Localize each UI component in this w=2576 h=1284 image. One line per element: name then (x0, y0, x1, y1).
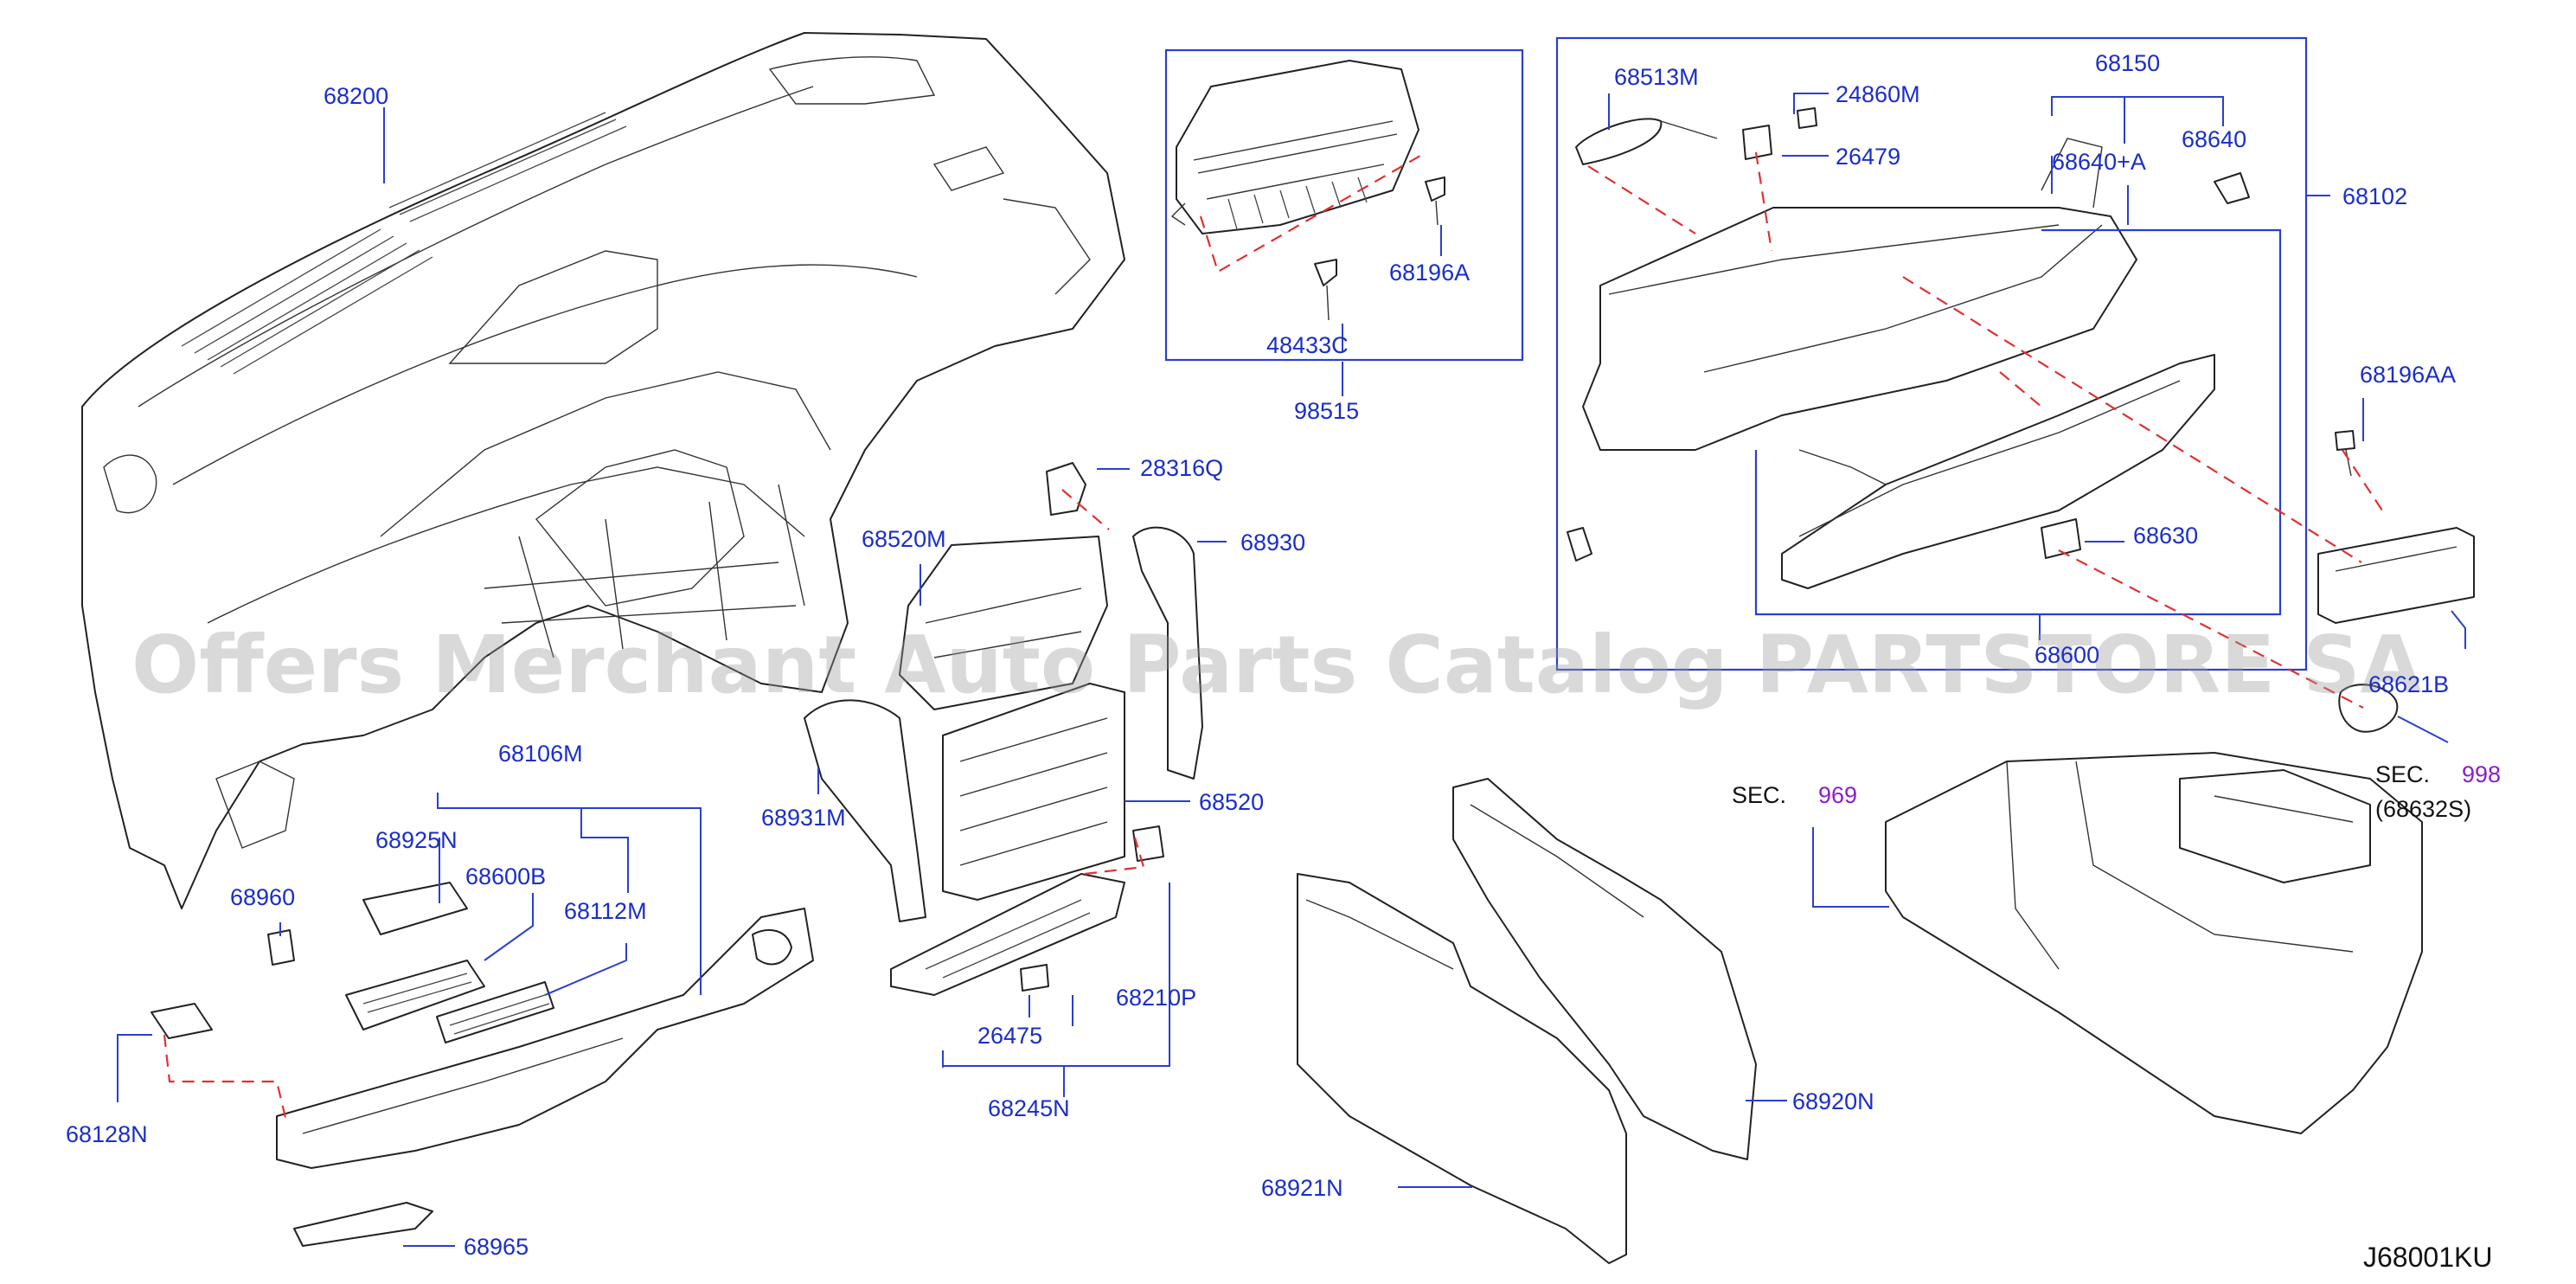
label-68112M[interactable]: 68112M (564, 898, 647, 924)
defroster-grille (181, 112, 627, 375)
center-cluster-drawing (804, 462, 1203, 996)
label-68931M[interactable]: 68931M (761, 805, 846, 831)
watermark-text: Offers Merchant Auto Parts Catalog PARTS… (131, 619, 2422, 711)
label-68640-A[interactable]: 68640+A (2052, 149, 2146, 175)
label-68245N[interactable]: 68245N (988, 1095, 1070, 1121)
label-68102[interactable]: 68102 (2342, 183, 2407, 209)
leader-lines (117, 93, 2466, 1247)
label-68196A[interactable]: 68196A (1389, 260, 1470, 286)
label-68630[interactable]: 68630 (2133, 523, 2198, 549)
diagram-code: J68001KU (2363, 1242, 2492, 1273)
label-68128N[interactable]: 68128N (66, 1121, 148, 1147)
label-68925N[interactable]: 68925N (375, 827, 458, 853)
label-68520M[interactable]: 68520M (862, 526, 946, 552)
lower-instrument-cover-drawing (151, 882, 814, 1247)
label-68520[interactable]: 68520 (1199, 789, 1264, 815)
label-68210P[interactable]: 68210P (1116, 985, 1196, 1011)
label-98515[interactable]: 98515 (1294, 398, 1359, 424)
center-console-drawing (1885, 752, 2423, 1134)
label-68600[interactable]: 68600 (2035, 642, 2099, 668)
label-68640[interactable]: 68640 (2182, 126, 2246, 152)
label-68513M[interactable]: 68513M (1614, 64, 1699, 90)
glovebox-lid-frame (1754, 228, 2282, 616)
assembly-dashed-lines (163, 151, 2387, 1119)
sec-998-subpart: (68632S) (2375, 796, 2471, 822)
label-28316Q[interactable]: 28316Q (1140, 455, 1223, 481)
label-68960[interactable]: 68960 (230, 884, 295, 910)
label-68921N[interactable]: 68921N (1261, 1175, 1343, 1201)
label-48433C[interactable]: 48433C (1266, 332, 1349, 358)
label-68600B[interactable]: 68600B (465, 863, 546, 889)
label-68621B[interactable]: 68621B (2368, 671, 2449, 697)
console-side-finisher-drawing (1297, 778, 1757, 1264)
sec-998-link[interactable]: 998 (2462, 761, 2501, 787)
instrument-panel-drawing (81, 32, 1125, 909)
glove-box-drawing (1567, 107, 2475, 733)
sec-969-link[interactable]: 969 (1818, 782, 1857, 808)
label-68965[interactable]: 68965 (464, 1234, 529, 1260)
label-68150[interactable]: 68150 (2095, 50, 2160, 76)
label-24860M[interactable]: 24860M (1836, 81, 1920, 107)
sec-998-prefix: SEC. (2375, 761, 2430, 787)
glovebox-group-frame (1555, 36, 2308, 671)
airbag-group-frame (1164, 48, 1524, 362)
label-68106M[interactable]: 68106M (498, 741, 583, 767)
label-68930[interactable]: 68930 (1240, 530, 1305, 555)
label-68196AA[interactable]: 68196AA (2360, 362, 2456, 388)
label-26479[interactable]: 26479 (1836, 144, 1900, 170)
section-references: SEC. 969 SEC. 998 (68632S) (1732, 761, 2501, 822)
label-26475[interactable]: 26475 (977, 1023, 1042, 1049)
sec-969-prefix: SEC. (1732, 782, 1786, 808)
part-labels: 68200 48433C 98515 68196A 68513M 24860M … (66, 50, 2456, 1260)
label-68920N[interactable]: 68920N (1792, 1088, 1874, 1114)
label-68200[interactable]: 68200 (324, 83, 388, 109)
